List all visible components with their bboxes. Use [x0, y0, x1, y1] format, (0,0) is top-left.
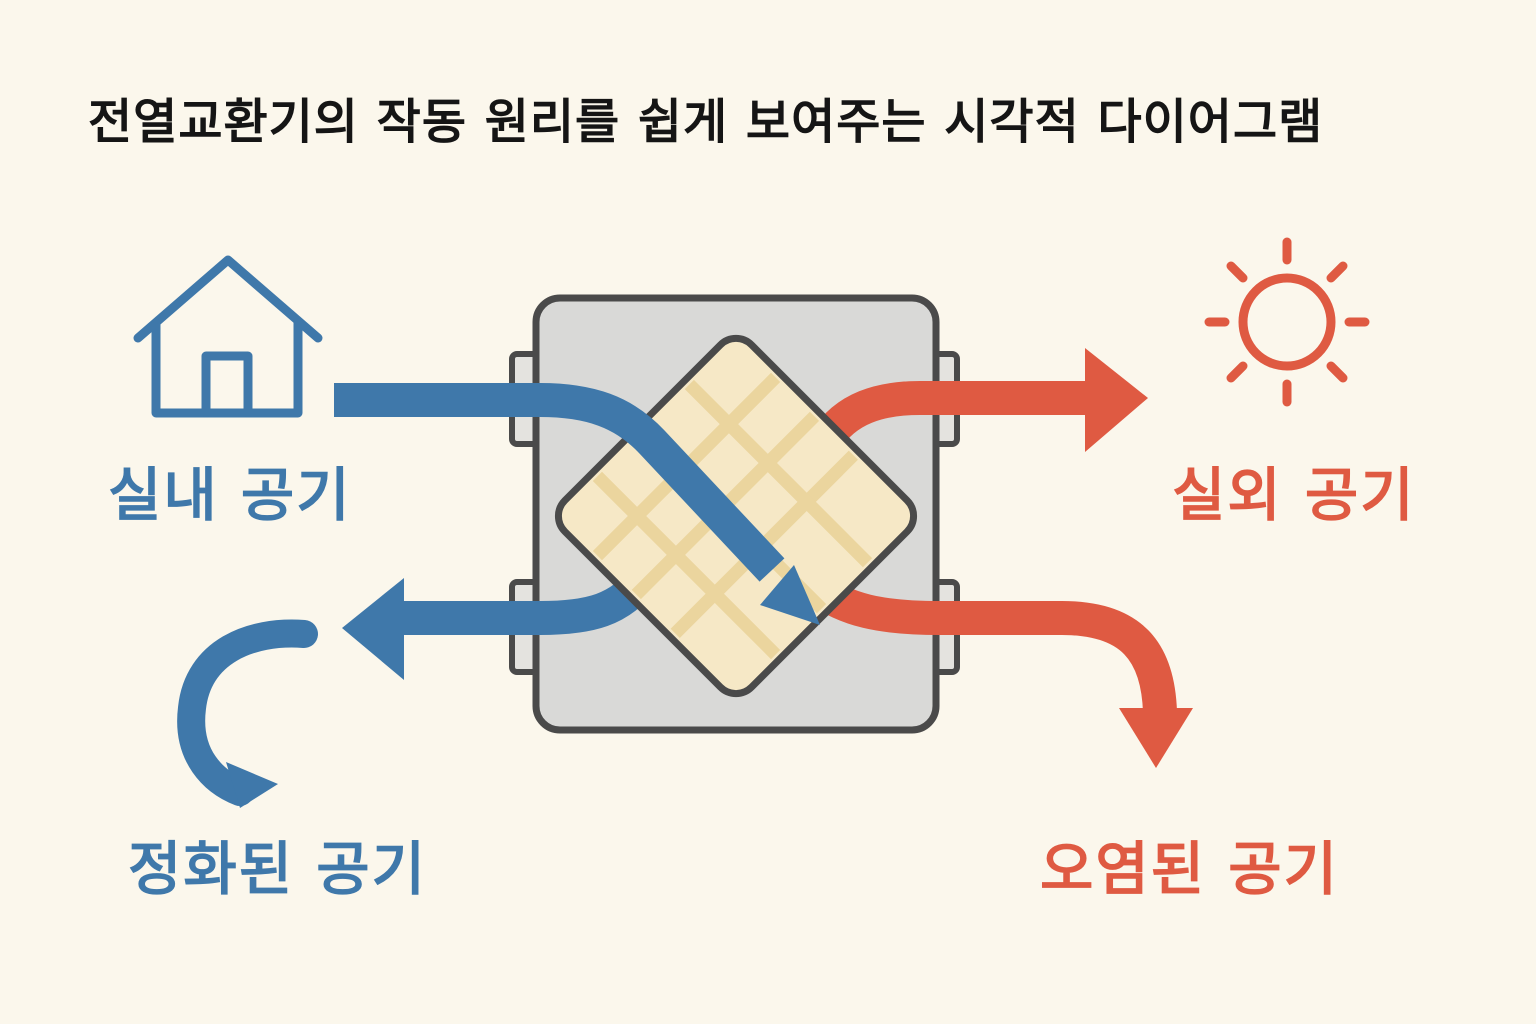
arrowhead-purified-left — [342, 578, 404, 680]
arrowhead-polluted-down — [1119, 708, 1193, 768]
diagram-title: 전열교환기의 작동 원리를 쉽게 보여주는 시각적 다이어그램 — [88, 94, 1324, 150]
arrowhead-indoor-into-core — [760, 565, 820, 625]
arrowhead-purified-curl — [226, 762, 278, 808]
label-purified-air: 정화된 공기 — [128, 835, 427, 903]
house-icon — [133, 255, 323, 418]
label-indoor-air: 실내 공기 — [108, 461, 352, 529]
label-outdoor-air: 실외 공기 — [1172, 461, 1416, 529]
indoor-air-flow — [334, 383, 785, 582]
purified-air-curl — [177, 619, 318, 806]
arrowhead-outdoor-right — [1085, 348, 1148, 452]
sun-icon — [1204, 237, 1370, 407]
label-polluted-air: 오염된 공기 — [1040, 835, 1339, 903]
